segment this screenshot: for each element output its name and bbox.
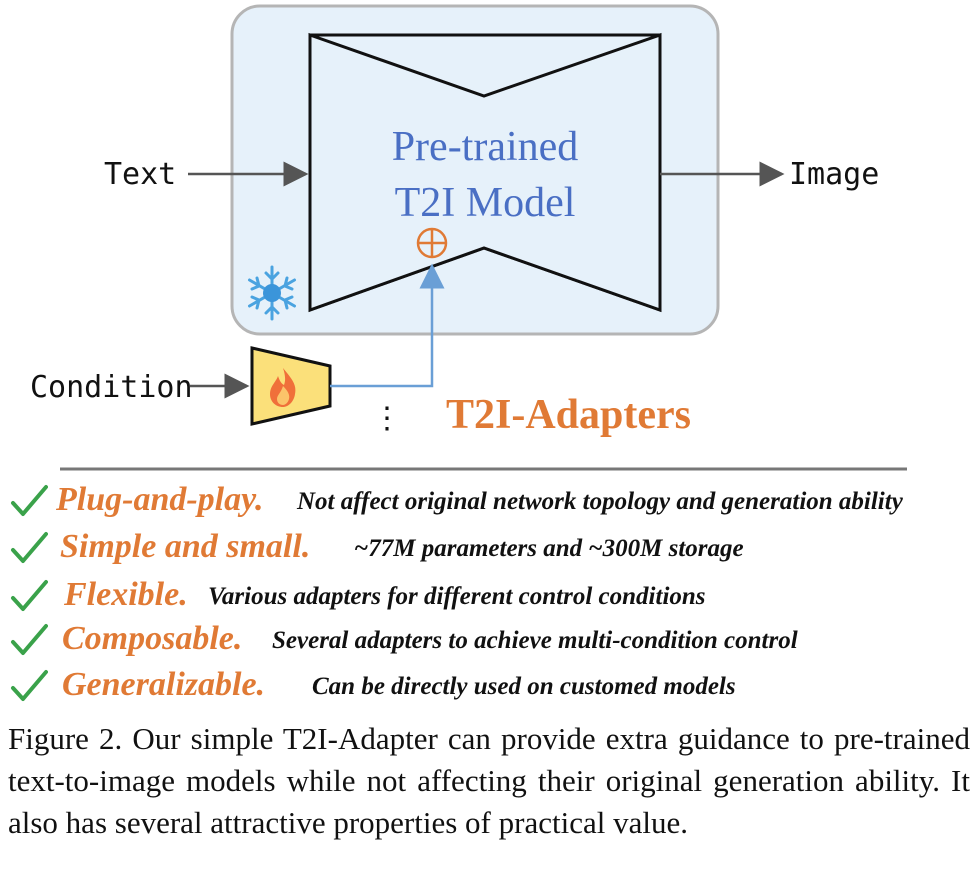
flame-icon — [270, 368, 296, 407]
model-hourglass — [308, 32, 662, 313]
checkmark-icon — [11, 532, 48, 563]
feature-description: Not affect original network topology and… — [297, 488, 903, 515]
add-symbol — [416, 227, 448, 259]
feature-name: Composable. — [62, 620, 243, 657]
adapters-title: T2I-Adapters — [446, 392, 691, 438]
checkmark-icon — [11, 580, 48, 611]
checkmark-icon — [11, 485, 48, 516]
figure-caption: Figure 2. Our simple T2I-Adapter can pro… — [8, 721, 970, 840]
model-label-line1: Pre-trained — [392, 124, 579, 170]
feature-description: Various adapters for different control c… — [208, 583, 706, 610]
feature-description: Several adapters to achieve multi-condit… — [272, 627, 798, 654]
feature-description: ~77M parameters and ~300M storage — [354, 535, 744, 562]
checkmark-icon — [11, 624, 48, 655]
image-output-label: Image — [789, 157, 879, 192]
text-input-label: Text — [104, 157, 176, 192]
feature-description: Can be directly used on customed models — [312, 673, 736, 700]
more-adapters-ellipsis: ⋮ — [372, 402, 402, 435]
checkmark-icon — [11, 670, 48, 701]
snowflake-icon — [248, 265, 296, 321]
adapter-feature-arrow — [330, 263, 445, 388]
condition-label: Condition — [30, 370, 193, 405]
feature-name: Simple and small. — [60, 528, 311, 565]
model-label-line2: T2I Model — [395, 180, 576, 226]
feature-name: Plug-and-play. — [56, 481, 264, 518]
feature-name: Generalizable. — [62, 666, 266, 703]
feature-name: Flexible. — [64, 576, 188, 613]
t2i-adapter-diagram: Pre-trained T2I Model Text Image Conditi… — [30, 4, 907, 471]
